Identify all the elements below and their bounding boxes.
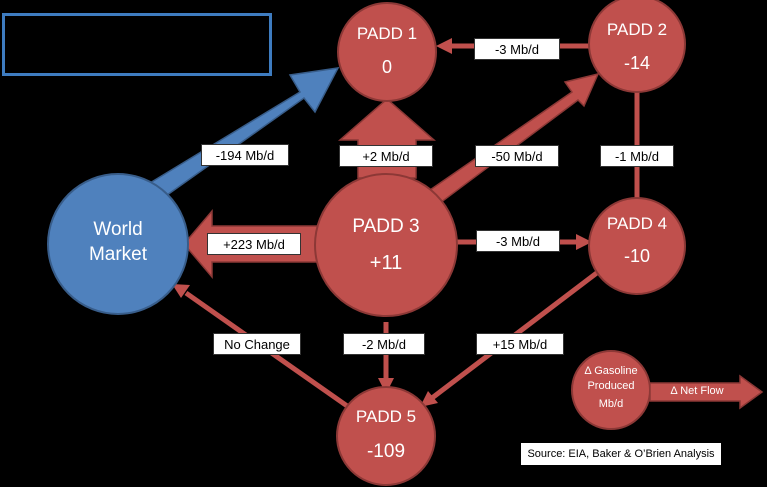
padd1-value: 0: [381, 57, 392, 77]
flow-label-world-to-padd1: -194 Mb/d: [201, 144, 289, 166]
node-world-market: [47, 173, 189, 315]
padd4-name: PADD 4: [606, 214, 668, 233]
arrow-padd2-to-padd1: [436, 38, 452, 54]
source-note: Source: EIA, Baker & O’Brien Analysis: [521, 443, 721, 465]
legend-line2: Produced: [587, 380, 635, 392]
padd4-value: -10: [623, 246, 650, 266]
flow-label-padd3-to-padd1: +2 Mb/d: [339, 145, 433, 167]
legend-net-flow-arrow: [649, 374, 764, 410]
node-padd1: [337, 2, 437, 102]
arrow-padd5-to-world: [172, 284, 190, 298]
padd2-name: PADD 2: [606, 20, 668, 39]
node-padd4: [588, 197, 686, 295]
arrow-padd3-to-padd4: [576, 234, 592, 250]
flow-label-padd3-to-padd5: -2 Mb/d: [343, 333, 425, 355]
flow-label-padd3-to-padd4: -3 Mb/d: [476, 230, 560, 252]
flow-label-padd3-to-padd2: -50 Mb/d: [475, 145, 559, 167]
flow-label-padd4-to-padd5: +15 Mb/d: [476, 333, 564, 355]
padd2-value: -14: [623, 53, 650, 73]
flow-label-padd3-to-world: +223 Mb/d: [207, 233, 301, 255]
padd5-name: PADD 5: [355, 407, 417, 426]
legend-line1: Δ Gasoline: [584, 365, 638, 377]
node-padd2: [588, 0, 686, 93]
node-padd5: [336, 386, 436, 486]
node-padd3: [314, 173, 458, 317]
flow-label-padd5-to-world: No Change: [213, 333, 301, 355]
arrow-padd4-to-padd5: [420, 391, 438, 407]
arrow-padd3-to-padd2: [428, 72, 600, 205]
padd3-name: PADD 3: [352, 216, 420, 237]
title-box: [2, 13, 272, 76]
legend-arrow-label: Δ Net Flow: [670, 385, 724, 397]
arrow-world-to-padd1: [143, 67, 340, 201]
padd5-value: -109: [366, 441, 406, 462]
padd3-value: +11: [369, 252, 403, 274]
padd1-name: PADD 1: [356, 24, 418, 43]
flow-label-padd4-to-padd2: -1 Mb/d: [600, 145, 674, 167]
world-market-line2: Market: [88, 244, 148, 265]
world-market-line1: World: [93, 219, 143, 240]
flow-label-padd2-to-padd1: -3 Mb/d: [474, 38, 560, 60]
legend-line3: Mb/d: [598, 398, 624, 410]
